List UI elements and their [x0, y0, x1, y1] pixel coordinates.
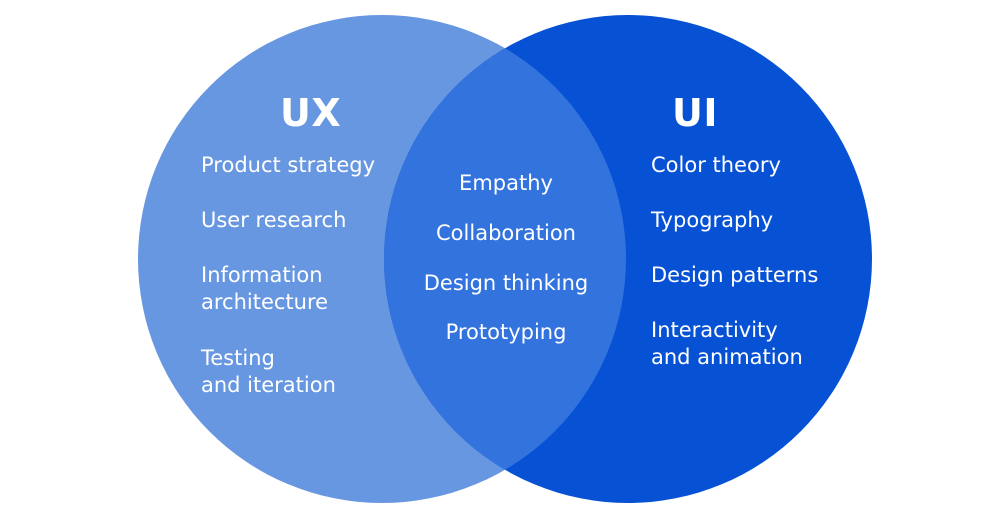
ux-title: UX [280, 91, 342, 135]
ux-item-user-research: User research [201, 208, 347, 232]
ui-item-design-patterns: Design patterns [651, 263, 819, 287]
shared-item-collaboration: Collaboration [436, 221, 576, 245]
ux-item-testing-iteration: Testing and iteration [201, 346, 336, 397]
shared-item-design-thinking: Design thinking [423, 271, 589, 295]
ux-item-information-architecture: Information architecture [201, 263, 329, 314]
ui-item-typography: Typography [651, 208, 774, 232]
ui-title: UI [672, 91, 718, 135]
shared-item-prototyping: Prototyping [445, 320, 567, 344]
ux-item-product-strategy: Product strategy [201, 153, 375, 177]
ui-item-interactivity-animation: Interactivity and animation [651, 318, 803, 369]
shared-item-empathy: Empathy [459, 171, 553, 195]
ui-item-color-theory: Color theory [651, 153, 781, 177]
overlap-region [384, 15, 626, 503]
